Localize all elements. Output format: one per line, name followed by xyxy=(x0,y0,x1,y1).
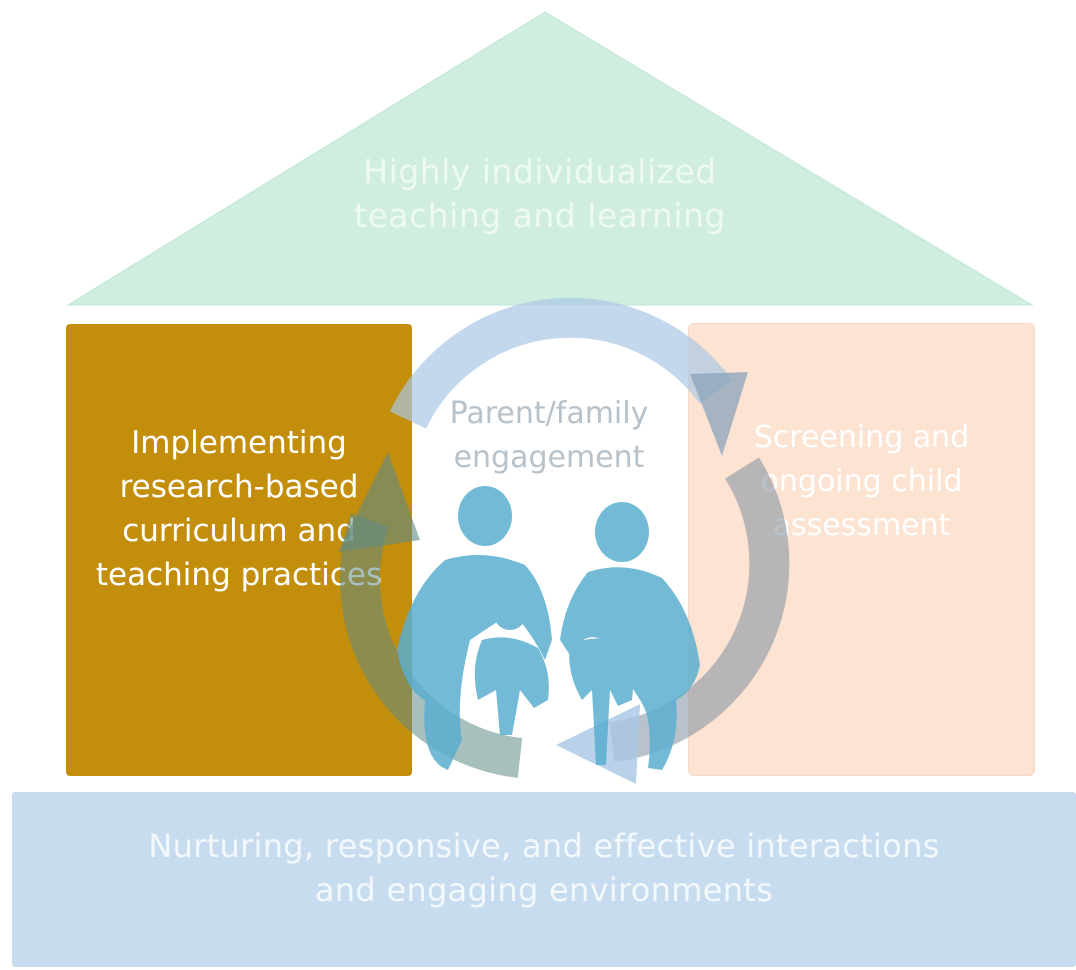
roof-label-line-2: teaching and learning xyxy=(354,196,726,235)
left-pillar-line-3: curriculum and xyxy=(122,513,356,549)
center-label-line-2: engagement xyxy=(453,440,645,475)
right-pillar-assessment: Screening and ongoing child assessment xyxy=(688,323,1035,776)
center-label-line-1: Parent/family xyxy=(449,396,649,431)
foundation-line-1: Nurturing, responsive, and effective int… xyxy=(148,827,940,865)
foundation-line-2: and engaging environments xyxy=(314,871,774,909)
right-pillar-line-2: ongoing child xyxy=(760,464,963,499)
left-pillar-line-1: Implementing xyxy=(131,425,347,461)
left-pillar-line-2: research-based xyxy=(119,469,359,505)
roof-label: Highly individualized teaching and learn… xyxy=(300,150,780,238)
left-pillar-curriculum: Implementing research-based curriculum a… xyxy=(66,324,412,776)
roof-label-line-1: Highly individualized xyxy=(363,152,717,191)
right-pillar-line-3: assessment xyxy=(772,508,951,543)
center-label: Parent/family engagement xyxy=(420,392,678,480)
right-pillar-line-1: Screening and xyxy=(753,420,970,455)
foundation-base: Nurturing, responsive, and effective int… xyxy=(12,792,1076,967)
left-pillar-line-4: teaching practices xyxy=(95,557,383,593)
